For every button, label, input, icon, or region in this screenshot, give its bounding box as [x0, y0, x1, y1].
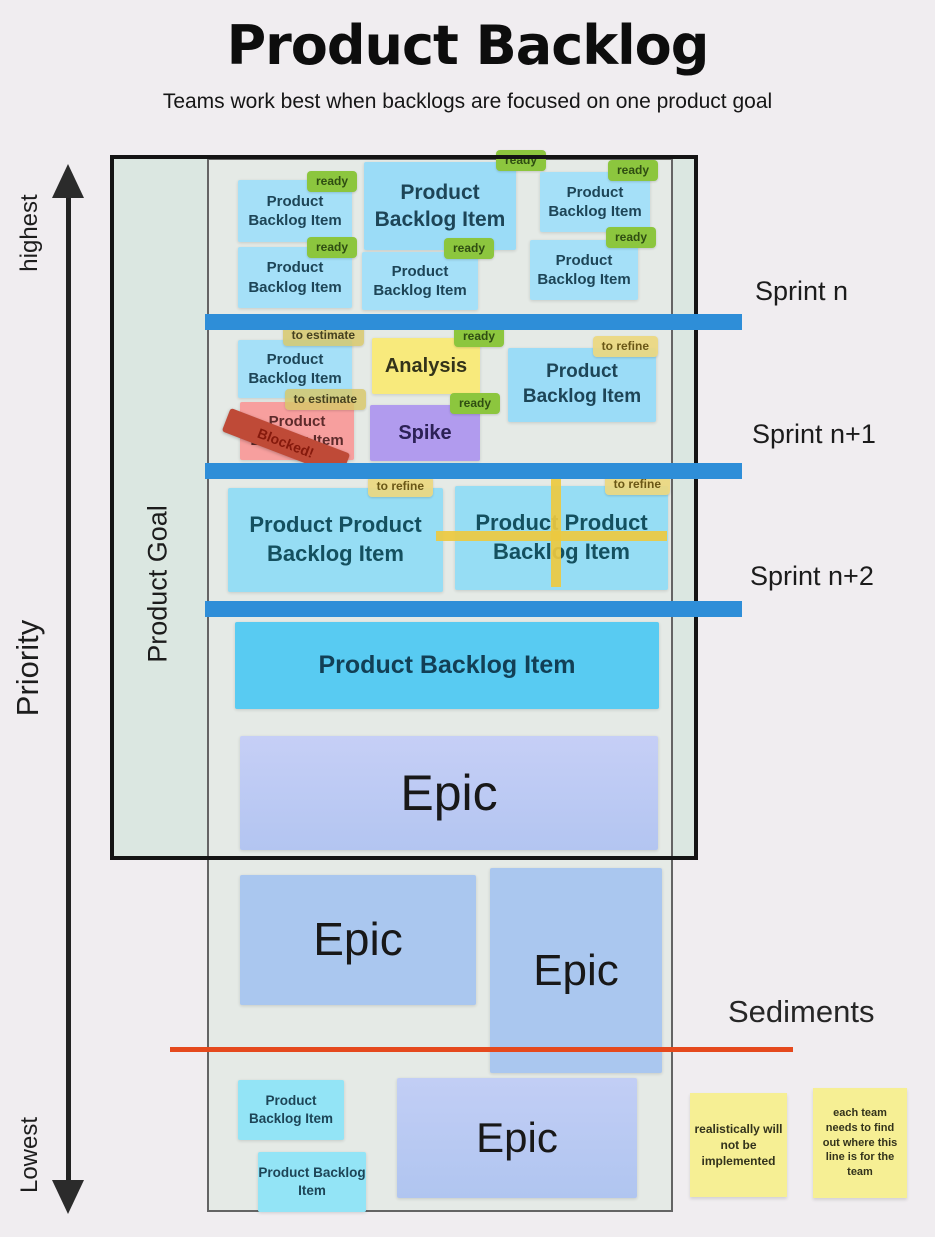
- ready-tag[interactable]: ready: [605, 227, 656, 248]
- sprint-n-divider-bar[interactable]: [205, 314, 742, 330]
- epic-card-label: Epic: [476, 1113, 558, 1161]
- sediments-label: Sediments: [728, 994, 875, 1029]
- pbi-card-wide[interactable]: Product Backlog Item: [235, 622, 659, 709]
- analysis-card[interactable]: Analysis ready: [372, 326, 504, 394]
- pbi-card[interactable]: Product Backlog Item to refine: [508, 336, 658, 422]
- pbi-card-label: Product Backlog Item: [374, 180, 506, 231]
- pbi-card-label: Product Backlog Item: [318, 651, 576, 680]
- pbi-card-label: Product Backlog Item: [537, 251, 631, 289]
- sticky-note-text: realistically will not be implemented: [694, 1121, 783, 1169]
- pbi-card-label: Product Backlog Item: [248, 192, 342, 230]
- epic-card-label: Epic: [400, 764, 498, 821]
- page-title: Product Backlog: [226, 14, 710, 77]
- epic-card[interactable]: Epic: [397, 1078, 637, 1198]
- epic-card[interactable]: Epic: [240, 875, 476, 1005]
- pbi-card[interactable]: Product Backlog Item ready: [238, 171, 357, 242]
- sediments-line: [170, 1047, 793, 1052]
- priority-axis-line: [66, 178, 71, 1194]
- page-subtitle: Teams work best when backlogs are focuse…: [162, 90, 773, 113]
- ready-tag[interactable]: ready: [449, 393, 500, 414]
- pbi-card-label: Product Backlog Item: [248, 350, 342, 388]
- product-goal-label: Product Goal: [142, 505, 173, 663]
- sprint-n-label: Sprint n: [755, 276, 849, 306]
- double-pbi-card[interactable]: Product Product Backlog Item to refine: [228, 476, 443, 592]
- spike-card[interactable]: Spike ready: [370, 393, 500, 461]
- arrow-up-icon: [52, 164, 84, 198]
- pbi-card[interactable]: Product Backlog Item ready: [530, 227, 656, 300]
- pbi-card[interactable]: Product Backlog Item: [238, 1080, 344, 1140]
- sticky-note-text: each team needs to find out where this l…: [822, 1106, 898, 1179]
- epic-card-label: Epic: [533, 945, 619, 995]
- ready-tag[interactable]: ready: [306, 171, 357, 192]
- pbi-card[interactable]: Product Backlog Item ready: [362, 238, 494, 310]
- arrow-down-icon: [52, 1180, 84, 1214]
- cross-marker-horizontal: [436, 531, 667, 541]
- pbi-card-label: Product Backlog Item: [548, 183, 642, 221]
- epic-card-label: Epic: [313, 913, 403, 966]
- axis-label-lowest: Lowest: [16, 1116, 43, 1194]
- sticky-note[interactable]: each team needs to find out where this l…: [813, 1088, 907, 1198]
- to-estimate-tag[interactable]: to estimate: [284, 389, 366, 410]
- double-pbi-card-label: Product Product Backlog Item: [249, 512, 422, 566]
- ready-tag[interactable]: ready: [495, 150, 546, 171]
- epic-card[interactable]: Epic: [490, 868, 662, 1073]
- sprint-n1-label: Sprint n+1: [752, 419, 876, 449]
- sprint-n1-divider-bar[interactable]: [205, 463, 742, 479]
- ready-tag[interactable]: ready: [306, 237, 357, 258]
- to-refine-tag[interactable]: to refine: [604, 474, 670, 495]
- axis-label-priority: Priority: [10, 619, 45, 717]
- pbi-card[interactable]: Product Backlog Item ready: [540, 160, 658, 232]
- pbi-card[interactable]: Product Backlog Item: [258, 1152, 366, 1212]
- to-estimate-tag[interactable]: to estimate: [282, 325, 364, 346]
- epic-card[interactable]: Epic: [240, 736, 658, 850]
- pbi-card[interactable]: Product Backlog Item ready: [364, 150, 546, 250]
- cross-marker-vertical: [551, 469, 561, 587]
- pbi-card-label: Product Backlog Item: [248, 259, 342, 296]
- sprint-n2-label: Sprint n+2: [750, 561, 874, 591]
- to-refine-tag[interactable]: to refine: [592, 336, 658, 357]
- to-refine-tag[interactable]: to refine: [367, 476, 433, 497]
- pbi-card-label: Product Backlog Item: [248, 1093, 334, 1126]
- sprint-n2-divider-bar[interactable]: [205, 601, 742, 617]
- axis-label-highest: highest: [16, 194, 43, 272]
- pbi-card-label: Product Backlog Item: [258, 1165, 366, 1198]
- spike-card-label: Spike: [398, 422, 452, 444]
- pbi-card-label: Product Backlog Item: [522, 361, 642, 407]
- ready-tag[interactable]: ready: [607, 160, 658, 181]
- pbi-card-label: Product Backlog Item: [373, 262, 467, 300]
- sticky-note[interactable]: realistically will not be implemented: [690, 1093, 787, 1197]
- ready-tag[interactable]: ready: [443, 238, 494, 259]
- analysis-card-label: Analysis: [384, 355, 468, 377]
- ready-tag[interactable]: ready: [453, 326, 504, 347]
- pbi-card[interactable]: Product Backlog Item ready: [238, 237, 357, 308]
- pbi-card[interactable]: Product Backlog Item to estimate: [238, 325, 364, 398]
